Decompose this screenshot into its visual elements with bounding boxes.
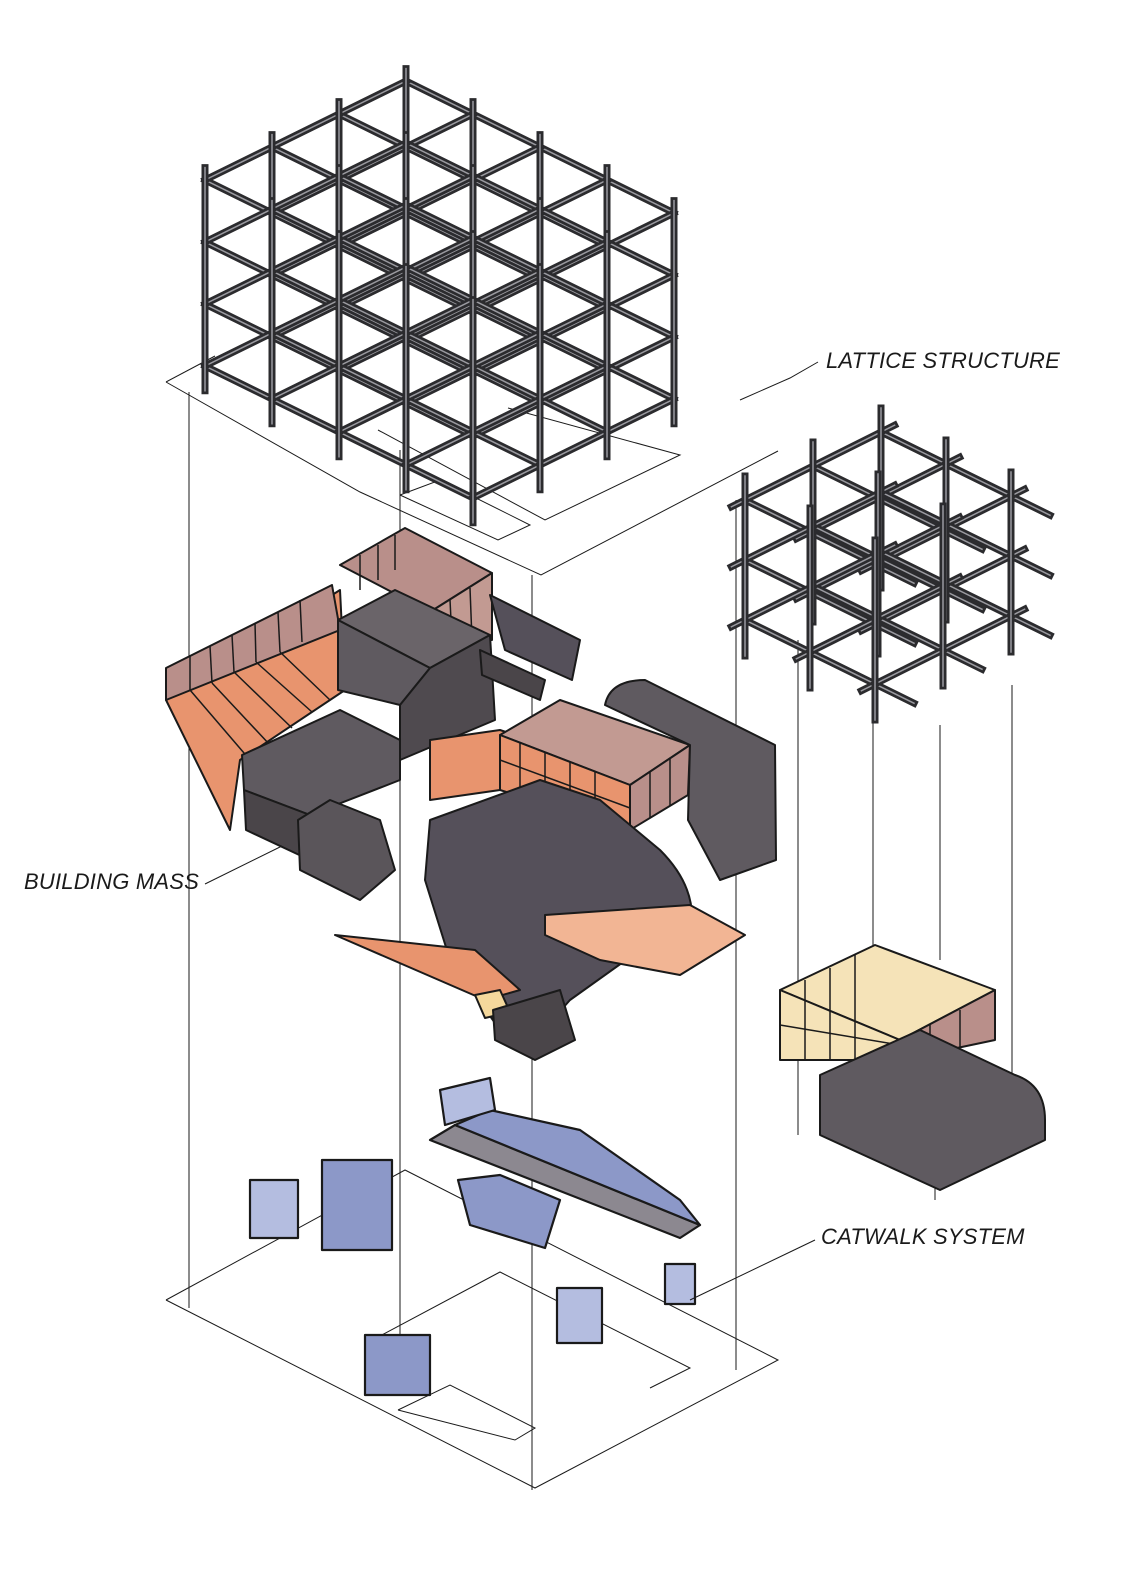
lattice-structure-main bbox=[200, 65, 679, 527]
lattice-beam-v-highlight bbox=[471, 273, 676, 376]
side-lattice-beam-u-highlight bbox=[743, 618, 916, 705]
footprint-inner-2 bbox=[399, 479, 532, 541]
building-mass bbox=[165, 527, 777, 1061]
lattice-beam-v-highlight bbox=[404, 302, 609, 405]
side-lattice-beam-u-highlight bbox=[811, 584, 984, 671]
side-lattice-beam-u-highlight bbox=[811, 464, 984, 551]
lattice-beam-v-highlight bbox=[337, 145, 542, 248]
lattice-beam-v-highlight bbox=[471, 397, 676, 500]
catwalk-frame-5 bbox=[663, 1262, 697, 1306]
side-lattice-beam-u-highlight bbox=[879, 430, 1052, 517]
lattice-footprint-outline bbox=[165, 381, 779, 576]
angled-dark-slab bbox=[489, 594, 581, 681]
center-glazed-box bbox=[499, 699, 691, 831]
label-catwalk-system: CATWALK SYSTEM bbox=[821, 1224, 1025, 1249]
bottom-concrete-block bbox=[492, 989, 576, 1061]
side-building-mass bbox=[779, 944, 1046, 1191]
lattice-beam-v-highlight bbox=[337, 207, 542, 310]
side-lattice-beam-u-highlight bbox=[879, 550, 1052, 637]
catwalk-footprint-inner-2 bbox=[397, 1384, 537, 1441]
angled-dark-slab-2 bbox=[479, 649, 546, 701]
side-lattice-beam-u-highlight bbox=[879, 490, 1052, 577]
lattice-beam-v-highlight bbox=[404, 364, 609, 467]
tall-concrete-block bbox=[337, 589, 496, 761]
lower-rounded-block bbox=[297, 799, 396, 901]
footprint-inner bbox=[377, 407, 682, 521]
lattice-beam-v-highlight bbox=[471, 211, 676, 314]
lattice-beam-v-highlight bbox=[270, 112, 475, 215]
lattice-beam-v-highlight bbox=[270, 236, 475, 339]
catwalk-system bbox=[248, 1076, 702, 1397]
side-lattice-beam-u-highlight bbox=[743, 498, 916, 585]
side-lattice-beam-u-highlight bbox=[743, 558, 916, 645]
lattice-side-beams bbox=[726, 420, 1055, 708]
central-catwalk-box bbox=[456, 1173, 562, 1250]
label-building-mass: BUILDING MASS bbox=[24, 869, 199, 894]
long-copper-arm bbox=[334, 934, 521, 1001]
catwalk-frame-4 bbox=[555, 1286, 604, 1345]
lattice-side-columns bbox=[741, 404, 1015, 724]
side-box-grid bbox=[779, 955, 961, 1060]
leader-lines bbox=[204, 361, 819, 1301]
lattice-beam-v-highlight bbox=[337, 269, 542, 372]
lattice-beam-v-highlight bbox=[203, 265, 408, 368]
left-block-mullions bbox=[189, 599, 331, 761]
catwalk-frame-3 bbox=[363, 1333, 432, 1397]
lattice-structure-side bbox=[726, 404, 1055, 724]
catwalk-frame-2 bbox=[320, 1158, 394, 1252]
lattice-beam-v-highlight bbox=[404, 178, 609, 281]
lattice-beam-v-highlight bbox=[203, 203, 408, 306]
lattice-beam-v-highlight bbox=[404, 240, 609, 343]
lattice-beam-v-highlight bbox=[203, 141, 408, 244]
lattice-beam-v-highlight bbox=[270, 298, 475, 401]
leader-mass bbox=[204, 845, 283, 885]
catwalk-frame-1 bbox=[248, 1178, 300, 1240]
leader-catwalk bbox=[689, 1239, 816, 1301]
lattice-beam-v-highlight bbox=[471, 335, 676, 438]
lattice-main-columns bbox=[201, 65, 678, 527]
right-rounded-concrete-block bbox=[604, 679, 777, 881]
label-lattice-structure: LATTICE STRUCTURE bbox=[826, 348, 1061, 373]
horizontal-concrete-slab bbox=[241, 709, 401, 861]
side-lattice-beam-u-highlight bbox=[811, 524, 984, 611]
lattice-beam-v-highlight bbox=[337, 331, 542, 434]
leader-lattice bbox=[739, 361, 819, 401]
copper-stepped-ledge bbox=[544, 904, 746, 976]
lattice-beam-v-highlight bbox=[270, 174, 475, 277]
catwalk-end-frame bbox=[438, 1076, 497, 1127]
side-rounded-concrete-block bbox=[819, 1029, 1046, 1191]
lattice-beam-v-highlight bbox=[203, 79, 408, 182]
